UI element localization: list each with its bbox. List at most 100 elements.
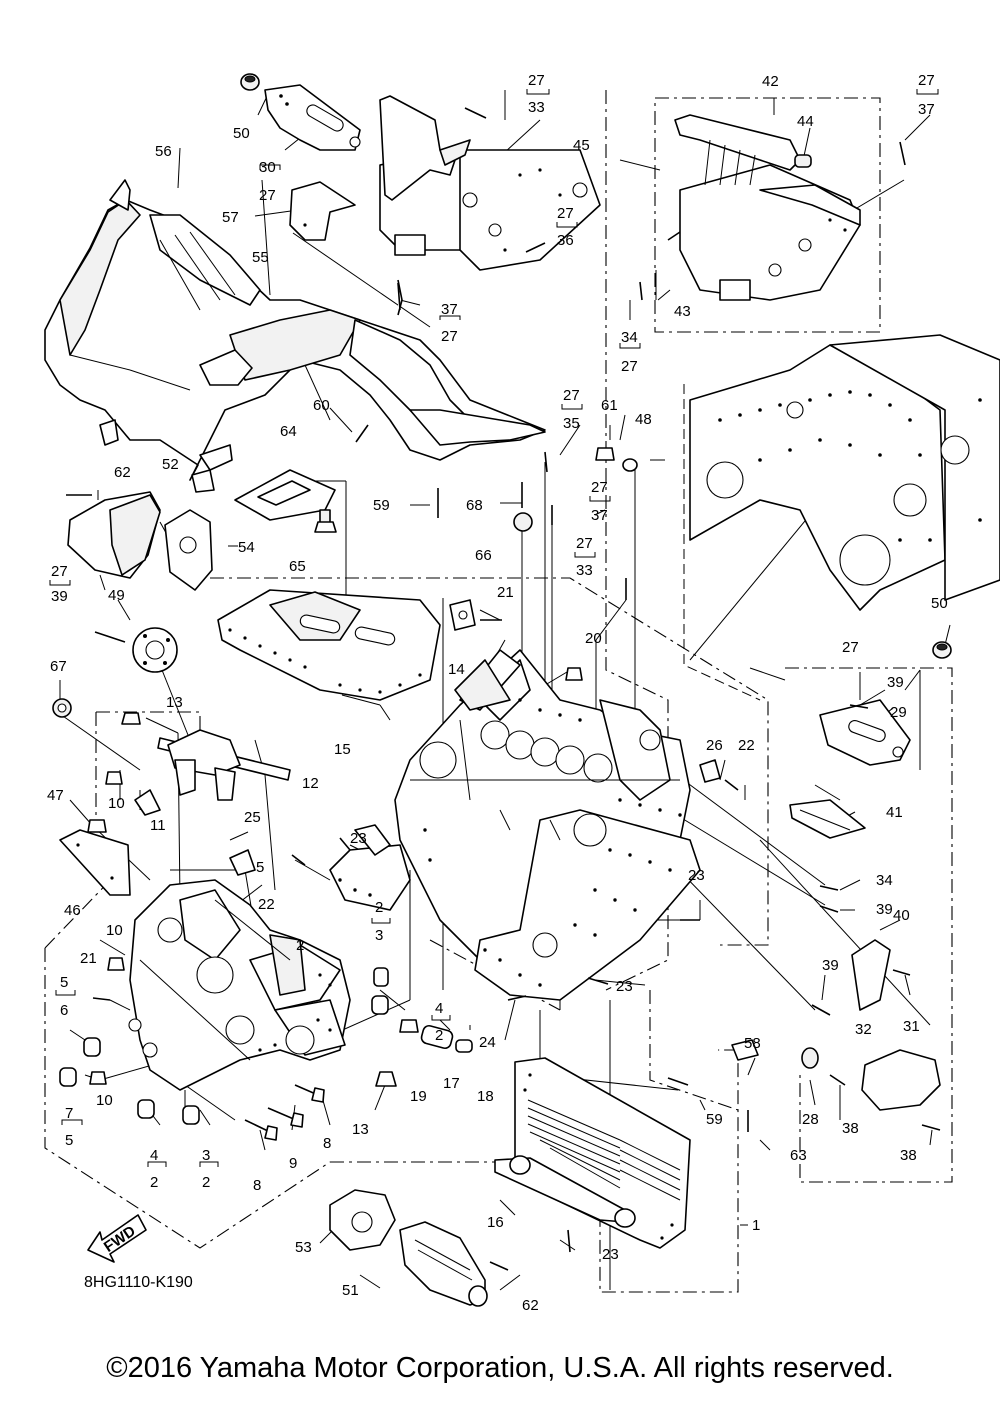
callout-2: 2 (150, 1174, 158, 1191)
callout-55: 55 (252, 249, 269, 266)
callout-50: 50 (931, 595, 948, 612)
callout-42: 42 (762, 73, 779, 90)
steering-support-45 (379, 95, 601, 316)
steering-support-42 (674, 114, 861, 301)
callout-45: 45 (573, 137, 590, 154)
callout-bracket-ticks (49, 89, 939, 1226)
callout-13: 13 (352, 1121, 369, 1138)
callout-1: 1 (752, 1217, 760, 1234)
callout-10: 10 (96, 1092, 113, 1109)
callout-5: 5 (60, 974, 68, 991)
callout-39: 39 (51, 588, 68, 605)
callout-18: 18 (477, 1088, 494, 1105)
copyright-notice: ©2016 Yamaha Motor Corporation, U.S.A. A… (106, 1352, 894, 1384)
bracket-25 (229, 849, 256, 876)
callout-51: 51 (342, 1282, 359, 1299)
callout-59: 59 (373, 497, 390, 514)
callout-14: 14 (448, 661, 465, 678)
callout-8: 8 (253, 1177, 261, 1194)
callout-67: 67 (50, 658, 67, 675)
diagram-code: 8HG1110-K190 (84, 1274, 193, 1291)
callout-7: 7 (65, 1105, 73, 1122)
callout-28: 28 (802, 1111, 819, 1128)
callout-37: 37 (591, 507, 608, 524)
shaft-12 (121, 712, 291, 801)
nut-67 (52, 698, 72, 718)
callout-9: 9 (289, 1155, 297, 1172)
radiator-fins (527, 1099, 681, 1201)
bolts-8-9 (244, 1084, 325, 1141)
callout-23: 23 (602, 1246, 619, 1263)
callout-33: 33 (528, 99, 545, 116)
callout-31: 31 (903, 1018, 920, 1035)
callout-59: 59 (706, 1111, 723, 1128)
bracket-58 (731, 1039, 759, 1061)
callout-34: 34 (876, 872, 893, 889)
callout-27: 27 (918, 72, 935, 89)
callout-13: 13 (166, 694, 183, 711)
callout-66: 66 (475, 547, 492, 564)
callout-3: 3 (202, 1147, 210, 1164)
front-frame-rivets (258, 973, 332, 1052)
callout-27: 27 (563, 387, 580, 404)
callout-62: 62 (522, 1297, 539, 1314)
rivets (66, 107, 941, 1271)
callout-33: 33 (576, 562, 593, 579)
callout-27: 27 (842, 639, 859, 656)
callout-58: 58 (744, 1035, 761, 1052)
callout-62: 62 (114, 464, 131, 481)
callout-27: 27 (441, 328, 458, 345)
callout-46: 46 (64, 902, 81, 919)
bracket-46 (59, 819, 131, 896)
brackets-10-11 (105, 771, 161, 971)
callout-27: 27 (259, 187, 276, 204)
callout-5: 5 (65, 1132, 73, 1149)
callout-43: 43 (674, 303, 691, 320)
callout-68: 68 (466, 497, 483, 514)
callout-47: 47 (47, 787, 64, 804)
callout-38: 38 (900, 1147, 917, 1164)
callout-24: 24 (479, 1034, 496, 1051)
callout-27: 27 (528, 72, 545, 89)
grommet-28 (801, 1047, 819, 1069)
upper-bracket-30 (240, 73, 361, 151)
callout-44: 44 (797, 113, 814, 130)
callout-10: 10 (106, 922, 123, 939)
callout-4: 4 (435, 1000, 443, 1017)
callout-41: 41 (886, 804, 903, 821)
callout-2: 2 (375, 899, 383, 916)
bracket-57 (289, 181, 356, 241)
callout-22: 22 (738, 737, 755, 754)
callout-60: 60 (313, 397, 330, 414)
callout-4: 4 (150, 1147, 158, 1164)
callout-49: 49 (108, 587, 125, 604)
callout-6: 6 (60, 1002, 68, 1019)
callout-17: 17 (443, 1075, 460, 1092)
callout-63: 63 (790, 1147, 807, 1164)
callout-2: 2 (435, 1027, 443, 1044)
nut-48-66 (513, 447, 638, 681)
callout-8: 8 (323, 1135, 331, 1152)
callout-64: 64 (280, 423, 297, 440)
plate-54 (164, 509, 213, 591)
callout-50: 50 (233, 125, 250, 142)
callout-10: 10 (108, 795, 125, 812)
callout-15: 15 (334, 741, 351, 758)
bracket-40 (851, 939, 891, 1011)
callout-53: 53 (295, 1239, 312, 1256)
upper-deck-15 (217, 589, 441, 701)
callout-27: 27 (576, 535, 593, 552)
callout-5: 5 (256, 859, 264, 876)
deck-rivets (228, 628, 422, 694)
rear-tunnel-frame (689, 334, 1000, 611)
callout-labels: 1 2 2 2 2 2 3 3 4 4 5 5 5 6 7 8 8 9 10 1… (47, 72, 948, 1314)
callout-22: 22 (258, 896, 275, 913)
callout-2: 2 (202, 1174, 210, 1191)
callout-38: 38 (842, 1120, 859, 1137)
callout-57: 57 (222, 209, 239, 226)
callout-39: 39 (887, 674, 904, 691)
callout-29: 29 (890, 704, 907, 721)
callout-27: 27 (557, 205, 574, 222)
callout-25: 25 (244, 809, 261, 826)
